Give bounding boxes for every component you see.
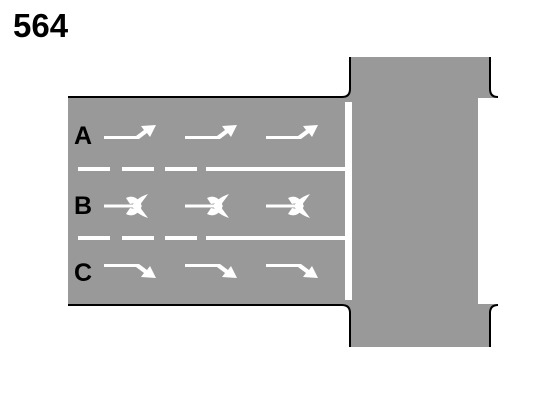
lane-divider-ab <box>78 167 345 171</box>
lane-label-a: A <box>74 122 92 150</box>
curb-top-left <box>68 57 351 98</box>
corner-bottom-right <box>478 304 496 347</box>
lane-label-c: C <box>74 259 92 287</box>
question-number: 564 <box>13 7 69 44</box>
lane-label-b: B <box>74 192 92 220</box>
curb-bottom-right <box>489 304 499 347</box>
corner-top-left <box>344 57 360 98</box>
corner-bottom-left <box>344 304 360 347</box>
curb-top-right <box>489 57 499 98</box>
cross-road <box>360 57 478 347</box>
stop-line <box>345 102 352 300</box>
corner-top-right <box>478 57 496 98</box>
lane-divider-bc <box>78 236 345 240</box>
curb-bottom-left <box>68 304 351 347</box>
